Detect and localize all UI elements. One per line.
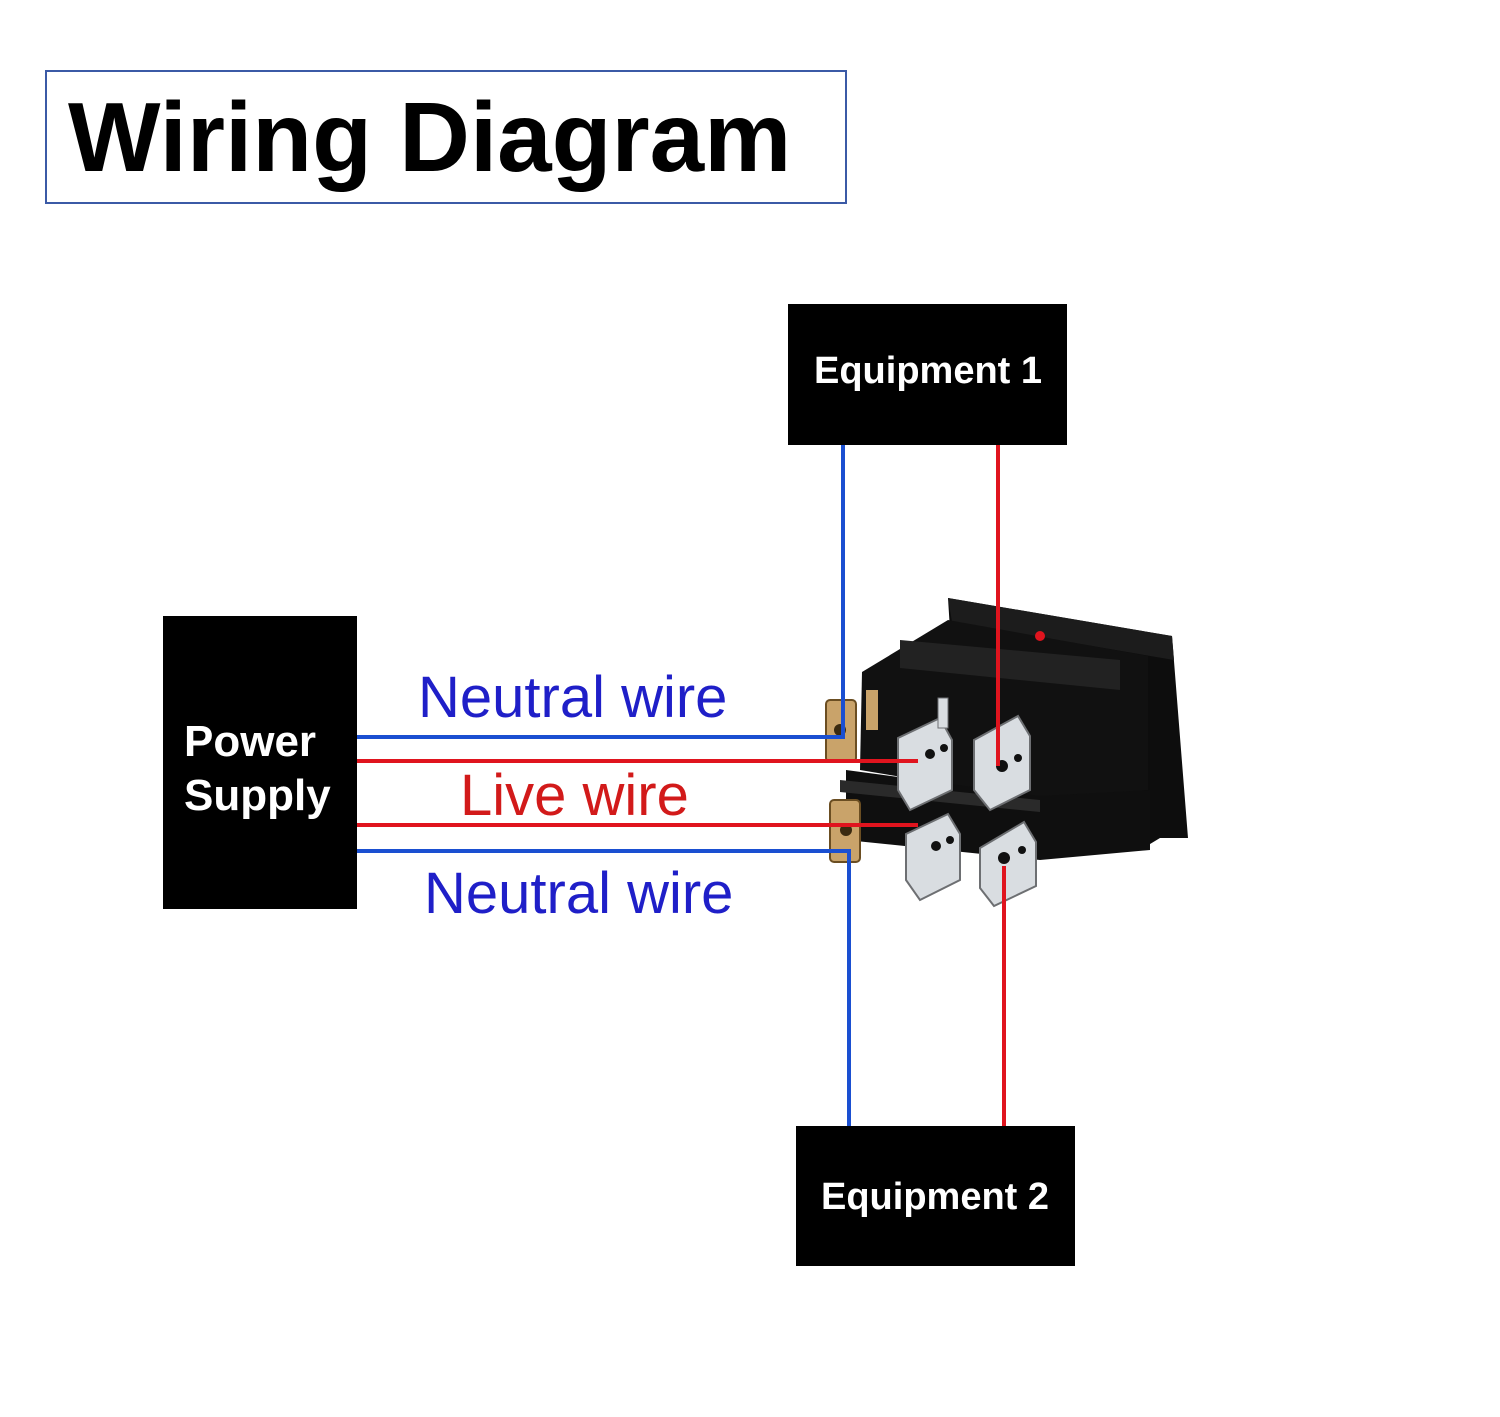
live-wire-label: Live wire xyxy=(460,763,689,828)
title-frame xyxy=(45,70,847,204)
diagram-title: Wiring Diagram xyxy=(68,82,792,192)
terminal-lower-right xyxy=(979,820,1037,908)
terminal-upper-right xyxy=(973,714,1031,812)
neutral-wire-top-path xyxy=(357,445,845,739)
power-supply-label: Power Supply xyxy=(184,717,331,820)
terminal-lower-middle xyxy=(905,812,961,902)
equipment-2-label: Equipment 2 xyxy=(821,1176,1050,1218)
live-wire-top-path xyxy=(357,445,1000,766)
power-supply-block: Power Supply xyxy=(163,616,357,909)
neutral-wire-label-bottom: Neutral wire xyxy=(424,861,734,926)
equipment-1-label: Equipment 1 xyxy=(814,350,1043,392)
live-wire-bottom-path xyxy=(357,823,1006,1126)
indicator-light-icon xyxy=(1035,631,1045,641)
terminal-upper-middle xyxy=(897,697,953,812)
rocker-switch-icon xyxy=(825,598,1188,908)
neutral-wire-bottom-path xyxy=(357,849,851,1126)
neutral-wire-label-top: Neutral wire xyxy=(418,665,728,730)
equipment-2-block: Equipment 2 xyxy=(796,1126,1075,1266)
equipment-1-block: Equipment 1 xyxy=(788,304,1067,445)
